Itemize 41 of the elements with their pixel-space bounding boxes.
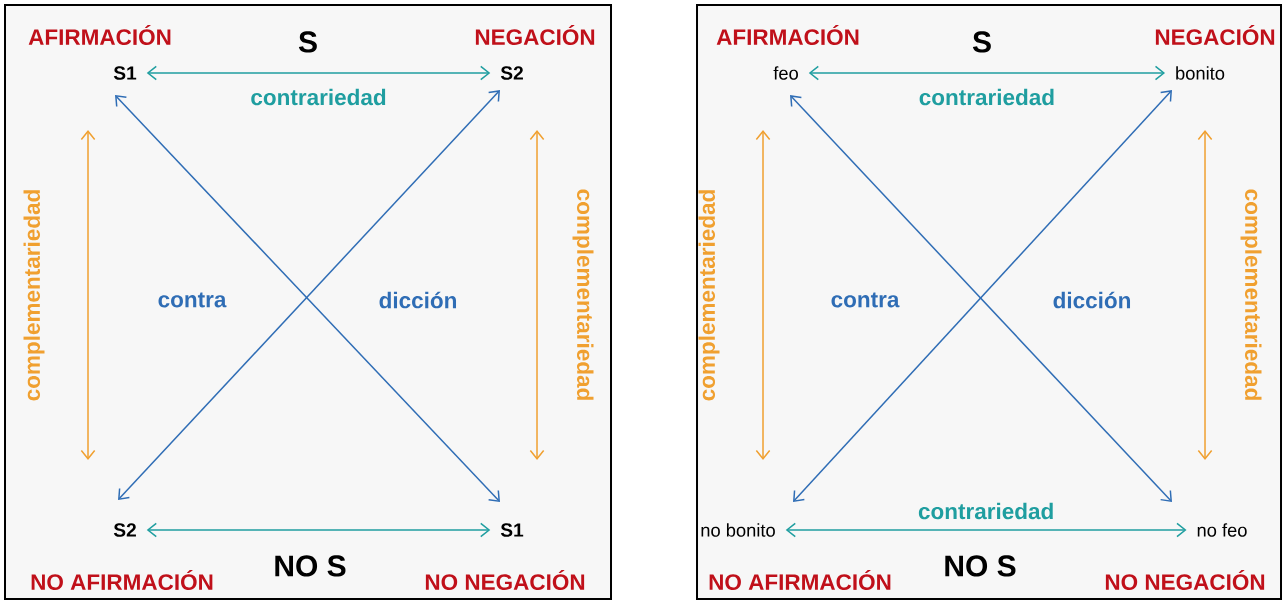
term-label: bonito bbox=[1176, 66, 1225, 80]
arrow bbox=[80, 130, 96, 460]
edge-label: complementariedad bbox=[1240, 189, 1262, 400]
arrow bbox=[529, 130, 545, 460]
heading-label: NO NEGACIÓN bbox=[425, 569, 585, 591]
heading-label: NEGACIÓN bbox=[475, 24, 595, 46]
arrow bbox=[755, 130, 771, 460]
set-label: S bbox=[972, 31, 991, 53]
set-label: S bbox=[298, 31, 317, 53]
edge-label: contrariedad bbox=[251, 88, 386, 106]
term-label: S1 bbox=[113, 66, 137, 80]
term-label: S1 bbox=[500, 523, 524, 537]
heading-label: AFIRMACIÓN bbox=[716, 24, 859, 46]
edge-label: complementariedad bbox=[572, 189, 594, 400]
arrow bbox=[146, 522, 491, 538]
edge-label: contrariedad bbox=[919, 88, 1054, 106]
edge-label: complementariedad bbox=[698, 190, 720, 401]
relation-label: dicción bbox=[379, 291, 456, 309]
panel-frame bbox=[696, 4, 1282, 600]
relation-label: contra bbox=[831, 292, 900, 308]
term-label: S2 bbox=[500, 66, 523, 80]
arrow bbox=[808, 65, 1166, 81]
heading-label: NO NEGACIÓN bbox=[1105, 569, 1265, 591]
edge-label: contrariedad bbox=[918, 502, 1053, 520]
term-label: no bonito bbox=[701, 523, 775, 537]
term-label: no feo bbox=[1197, 523, 1247, 537]
panel-frame bbox=[4, 4, 612, 600]
edge-label: complementariedad bbox=[23, 190, 45, 401]
relation-label: dicción bbox=[1053, 291, 1130, 309]
heading-label: NEGACIÓN bbox=[1155, 24, 1275, 46]
set-label: NO S bbox=[945, 555, 1016, 577]
set-label: NO S bbox=[275, 555, 346, 577]
term-label: feo bbox=[773, 66, 798, 80]
relation-label: contra bbox=[158, 292, 227, 308]
heading-label: AFIRMACIÓN bbox=[28, 24, 171, 46]
term-label: S2 bbox=[113, 523, 136, 537]
arrow bbox=[146, 65, 491, 81]
arrow bbox=[785, 522, 1187, 538]
heading-label: NO AFIRMACIÓN bbox=[709, 569, 891, 591]
arrow bbox=[1197, 130, 1213, 460]
heading-label: NO AFIRMACIÓN bbox=[31, 569, 213, 591]
